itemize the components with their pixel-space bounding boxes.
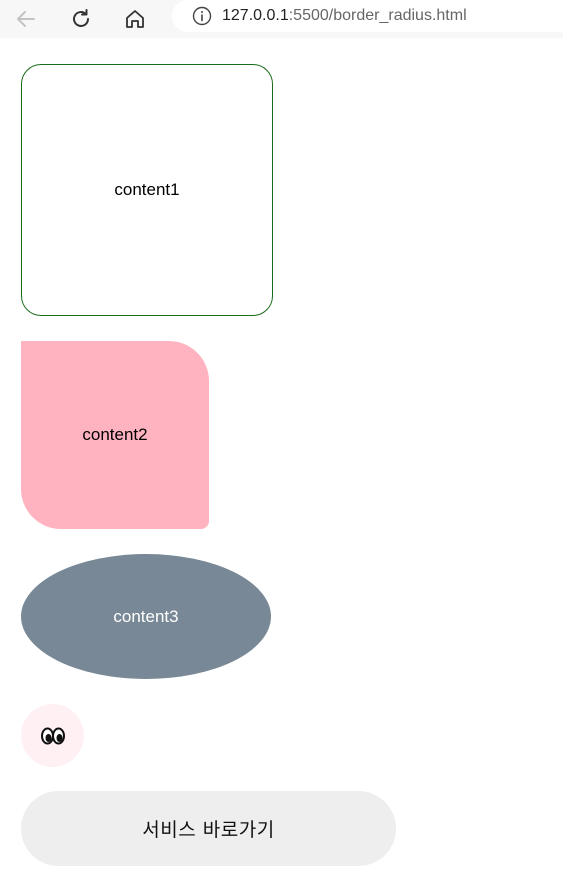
reload-icon (73, 9, 89, 27)
address-bar[interactable]: 127.0.0.1:5500/border_radius.html (172, 0, 563, 32)
content3-ellipse: content3 (21, 554, 271, 679)
home-icon (126, 10, 144, 28)
reload-button[interactable] (66, 4, 96, 34)
eyes-icon (40, 727, 65, 744)
url-path: :5500/border_radius.html (288, 7, 467, 24)
browser-toolbar: 127.0.0.1:5500/border_radius.html (0, 0, 563, 38)
content3-label: content3 (113, 606, 179, 626)
back-button[interactable] (11, 4, 41, 34)
content2-box: content2 (21, 341, 209, 529)
url-host: 127.0.0.1 (222, 7, 289, 24)
content1-label: content1 (114, 180, 180, 199)
site-info-button[interactable] (192, 6, 212, 26)
info-icon (192, 6, 212, 26)
content1-box: content1 (21, 64, 273, 316)
service-shortcut-button[interactable]: 서비스 바로가기 (21, 791, 396, 866)
emoji-circle (21, 704, 84, 767)
home-button[interactable] (120, 4, 150, 34)
service-shortcut-label: 서비스 바로가기 (142, 819, 275, 841)
url-text: 127.0.0.1:5500/border_radius.html (222, 7, 467, 25)
content2-label: content2 (82, 425, 148, 444)
back-arrow-icon (17, 11, 35, 27)
